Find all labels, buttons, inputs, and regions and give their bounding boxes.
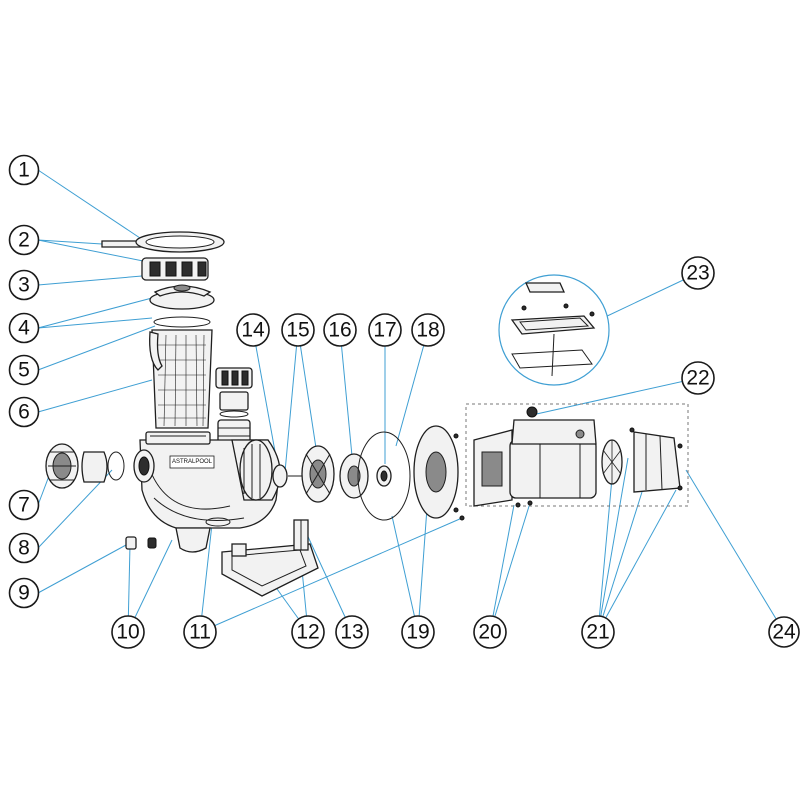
callout-label: 4 <box>18 317 30 340</box>
callout-label: 13 <box>340 621 363 644</box>
part-seal-plate <box>413 425 465 521</box>
callout-label: 20 <box>478 621 501 644</box>
part-suction-inlet <box>133 449 155 483</box>
callout-1: 1 <box>8 154 40 186</box>
callout-6: 6 <box>8 396 40 428</box>
callout-14: 14 <box>236 313 270 347</box>
callout-10: 10 <box>111 615 145 649</box>
callout-23: 23 <box>681 256 715 290</box>
part-wrench-key <box>101 231 225 253</box>
callout-label: 21 <box>586 621 609 644</box>
callout-20: 20 <box>473 615 507 649</box>
callout-3: 3 <box>8 269 40 301</box>
part-body-oring <box>205 517 231 527</box>
callout-label: 18 <box>416 319 439 342</box>
callout-label: 9 <box>18 582 30 605</box>
callout-label: 14 <box>241 319 265 342</box>
callout-4: 4 <box>8 312 40 344</box>
callout-label: 11 <box>189 621 211 644</box>
callout-19: 19 <box>401 615 435 649</box>
part-strainer-basket <box>149 329 213 429</box>
callout-24: 24 <box>768 616 800 648</box>
callout-9: 9 <box>8 577 40 609</box>
callout-label: 7 <box>18 494 30 517</box>
callout-13: 13 <box>335 615 369 649</box>
callout-5: 5 <box>8 354 40 386</box>
callout-18: 18 <box>411 313 445 347</box>
part-union-tail <box>81 451 125 483</box>
part-lid-oring <box>153 316 211 328</box>
part-lid <box>149 284 215 310</box>
callout-label: 24 <box>772 621 796 644</box>
callout-label: 15 <box>286 319 309 342</box>
callout-label: 10 <box>116 621 139 644</box>
callout-label: 5 <box>18 359 30 382</box>
part-discharge-union <box>215 367 253 451</box>
part-impeller <box>339 453 369 499</box>
callout-17: 17 <box>368 313 402 347</box>
part-seal-plate-oring <box>357 431 411 521</box>
callout-label: 19 <box>406 621 429 644</box>
callout-15: 15 <box>281 313 315 347</box>
callout-22: 22 <box>681 361 715 395</box>
detail-terminal-cover <box>498 274 610 386</box>
callout-16: 16 <box>323 313 357 347</box>
callout-label: 16 <box>328 319 351 342</box>
part-drain-plug <box>125 536 157 550</box>
callout-label: 8 <box>18 537 30 560</box>
brand-label: ASTRALPOOL <box>172 459 213 465</box>
callout-label: 12 <box>296 621 319 644</box>
callout-label: 22 <box>686 367 709 390</box>
callout-12: 12 <box>291 615 325 649</box>
callout-7: 7 <box>8 489 40 521</box>
motor-assembly <box>465 403 689 508</box>
callout-label: 2 <box>18 229 30 252</box>
part-union-nut <box>45 443 79 489</box>
callout-label: 1 <box>18 159 30 182</box>
callout-2: 2 <box>8 224 40 256</box>
part-base-bracket <box>293 519 309 551</box>
part-diffuser-oring <box>272 464 288 488</box>
callout-11: 11 <box>183 615 217 649</box>
callout-label: 3 <box>18 274 30 297</box>
callout-label: 6 <box>18 401 30 424</box>
callout-label: 17 <box>373 319 396 342</box>
part-diffuser <box>288 445 335 503</box>
callout-21: 21 <box>581 615 615 649</box>
part-lock-ring <box>141 257 209 281</box>
part-mechanical-seal <box>376 465 392 487</box>
callout-label: 23 <box>686 262 709 285</box>
callout-8: 8 <box>8 532 40 564</box>
part-pump-housing: ASTRALPOOL <box>139 431 281 553</box>
